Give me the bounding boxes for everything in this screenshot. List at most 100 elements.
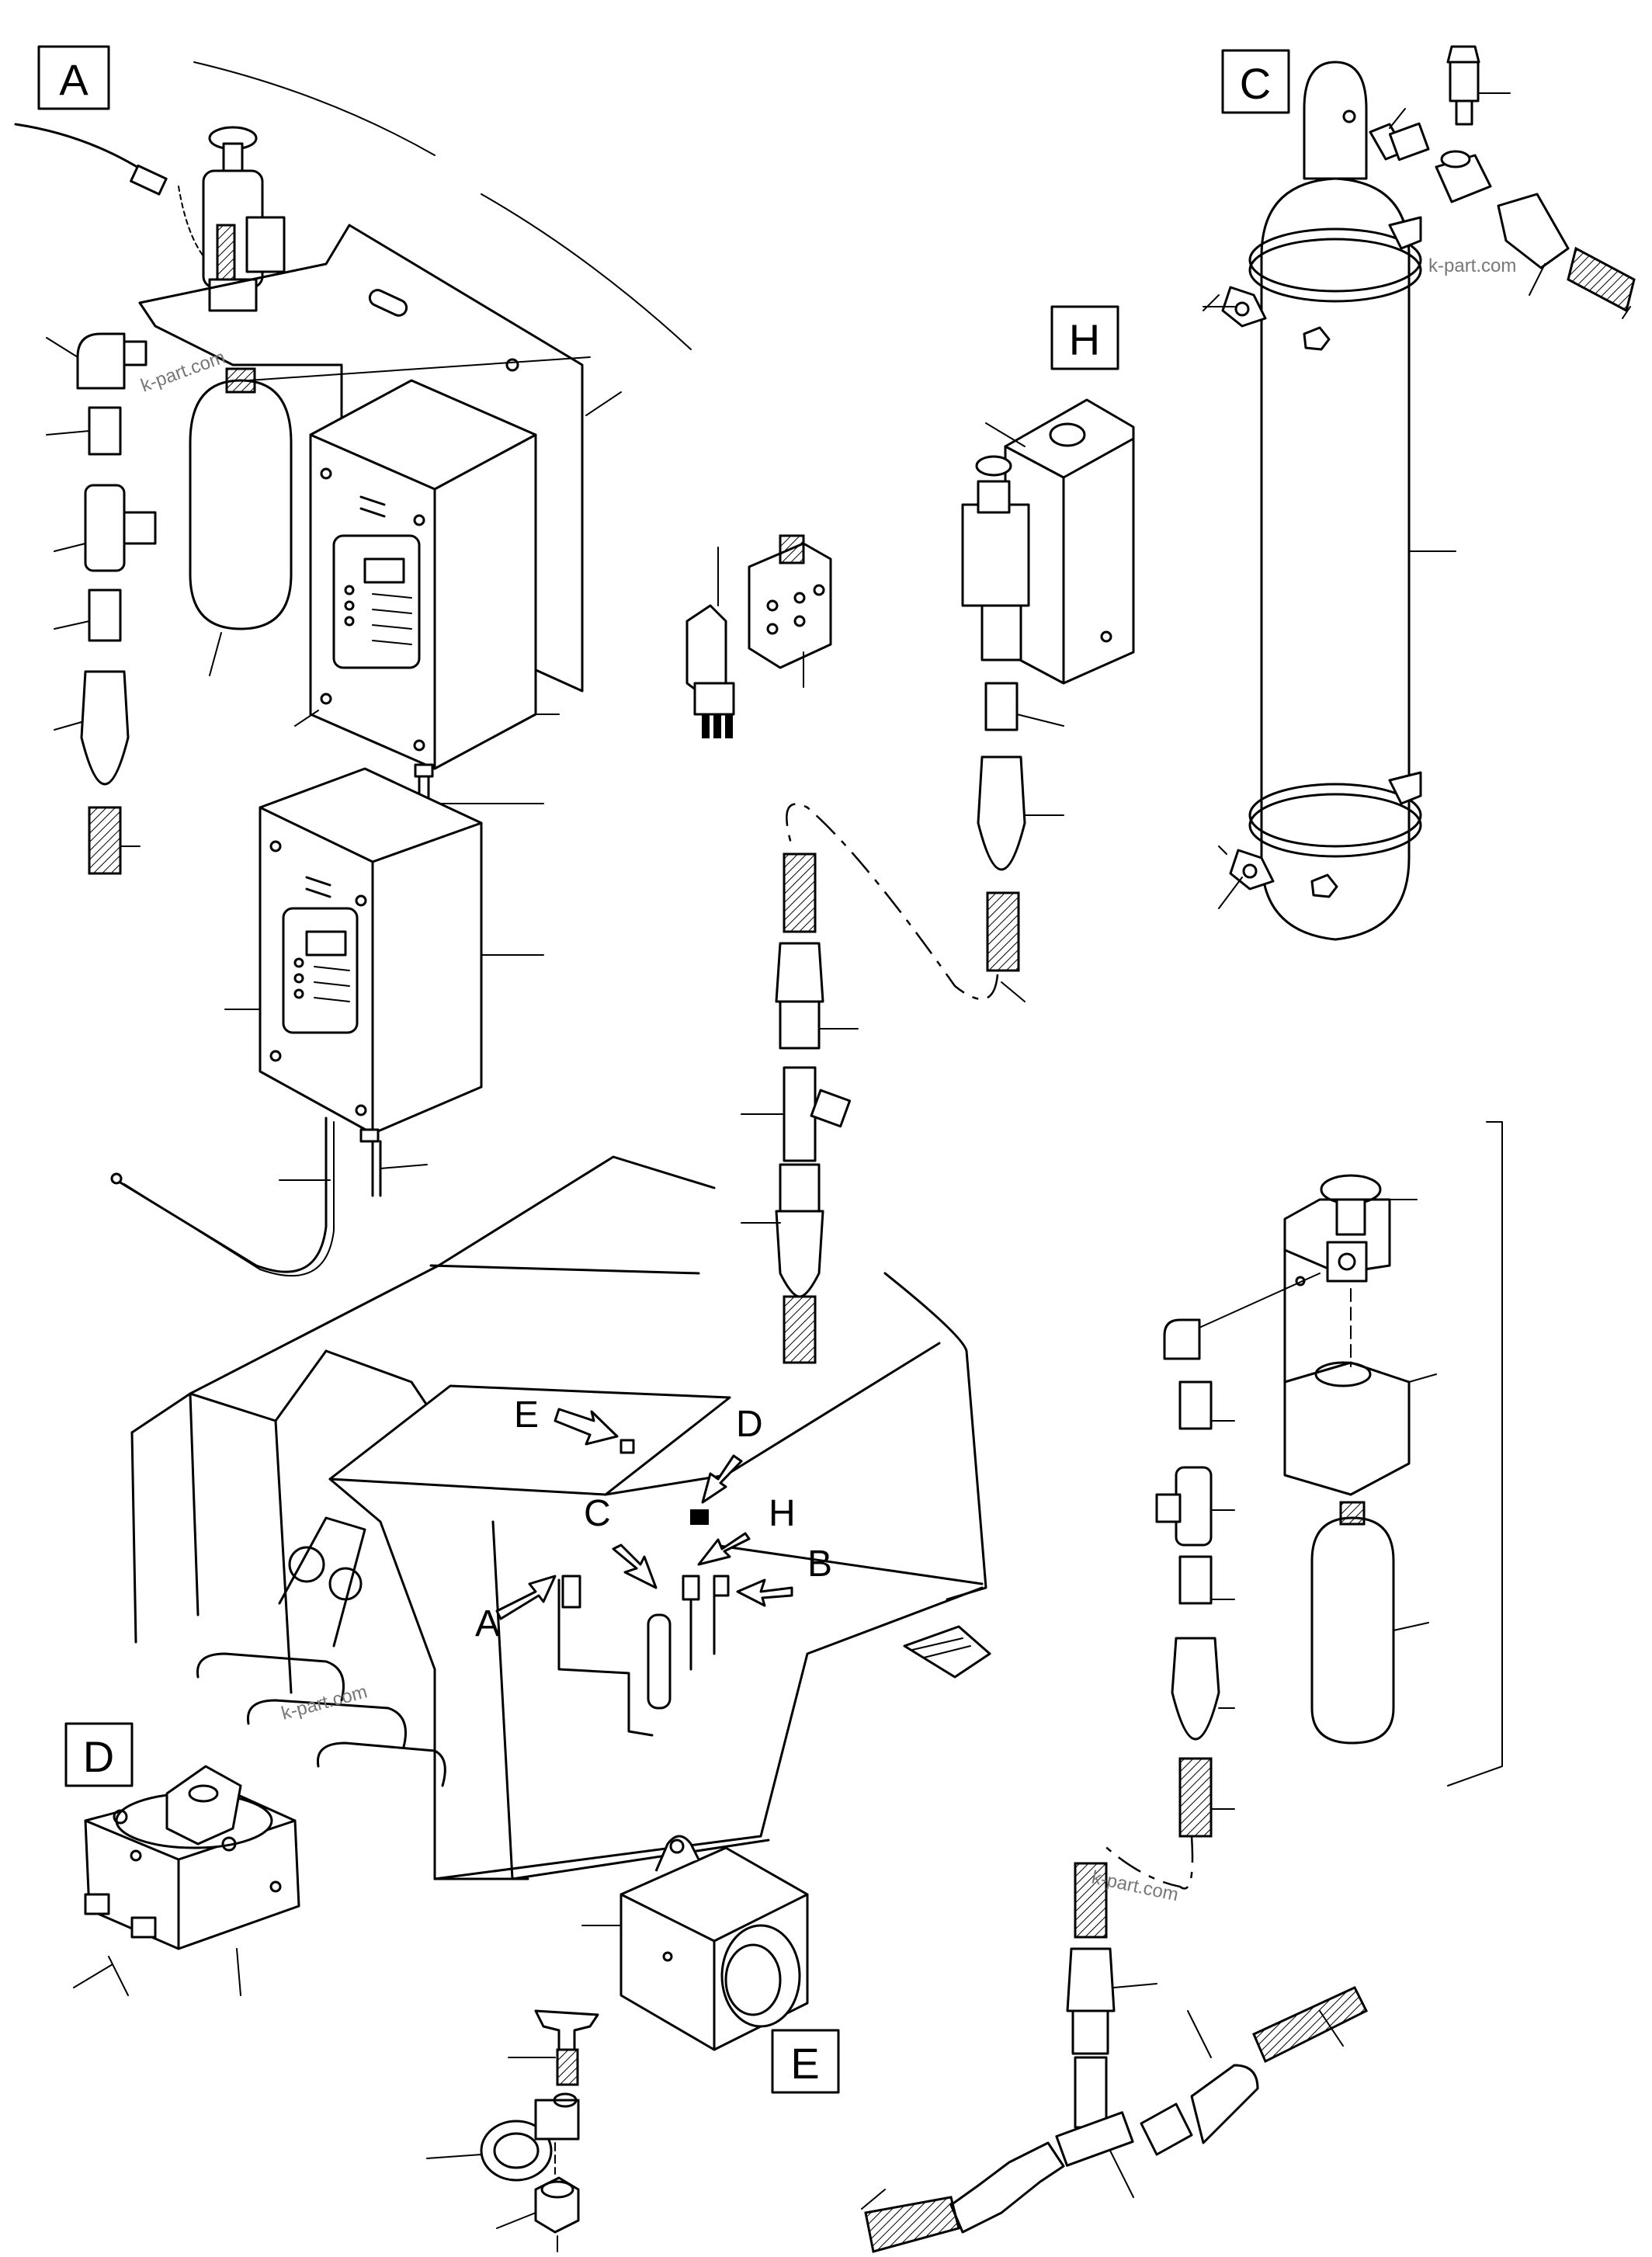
hose-route-dashed bbox=[786, 803, 999, 1001]
micro-switch bbox=[685, 604, 735, 738]
hose-coupling-c bbox=[1497, 193, 1570, 269]
solenoid-valve-h bbox=[961, 398, 1135, 685]
location-arrow-e-label: E bbox=[514, 1394, 539, 1436]
pressure-switch-c bbox=[1446, 45, 1480, 126]
detail-e-group: E bbox=[426, 1835, 840, 2252]
tee-fitting-c bbox=[1435, 150, 1492, 203]
detail-box-d bbox=[64, 1722, 134, 1787]
union-b1 bbox=[1071, 2009, 1109, 2055]
manual-release-valve bbox=[178, 126, 286, 312]
watermark-3: k-part.com bbox=[279, 1681, 370, 1724]
installed-solenoid bbox=[682, 1575, 700, 1601]
union-b2 bbox=[1140, 2102, 1193, 2156]
thumb-screw bbox=[534, 2009, 599, 2086]
sensor-lens bbox=[720, 1924, 801, 2028]
location-arrow-h-label: H bbox=[769, 1493, 796, 1534]
tee-fitting-bottom bbox=[1055, 2056, 1134, 2167]
agent-cylinder-c bbox=[1260, 61, 1411, 941]
exhaust-pipe-2 bbox=[246, 1699, 407, 1748]
hose-middle-top bbox=[783, 852, 817, 933]
pulley-right bbox=[328, 1567, 363, 1601]
location-arrow-b-label: B bbox=[807, 1543, 832, 1585]
elbow-fitting-right bbox=[1163, 1318, 1201, 1360]
hose-bottom-top bbox=[1074, 1862, 1108, 1939]
cable-gland-1 bbox=[84, 1893, 110, 1915]
hose-right bbox=[1178, 1757, 1213, 1838]
disconnect-switch-box bbox=[84, 1765, 300, 1950]
hose-h bbox=[986, 891, 1020, 972]
cable-gland-2 bbox=[130, 1916, 157, 1939]
hose-c bbox=[1567, 246, 1636, 313]
gas-cylinder-right bbox=[1310, 1516, 1395, 1745]
detail-c-group: C bbox=[1203, 45, 1636, 941]
installed-box-e bbox=[620, 1439, 635, 1454]
middle-fitting-chain bbox=[741, 803, 1026, 1364]
cylinder-valve-fitting bbox=[1369, 122, 1430, 161]
pulley-left bbox=[288, 1546, 325, 1583]
location-arrow-d-label: D bbox=[736, 1404, 763, 1445]
union-m1 bbox=[779, 1000, 821, 1050]
nipple-fitting-r2 bbox=[1178, 1555, 1213, 1605]
cable-connector bbox=[130, 164, 168, 196]
hose-coupling-b1 bbox=[1066, 1947, 1116, 2012]
union-m2 bbox=[779, 1163, 821, 1213]
machine-overview: A B C D E H k-part.com bbox=[130, 1155, 991, 1880]
control-unit-lower bbox=[259, 767, 483, 1143]
gas-cylinder-a bbox=[189, 379, 293, 630]
capillary-tube bbox=[115, 1116, 328, 1273]
pipe-clamp bbox=[480, 2092, 580, 2182]
engine-top bbox=[328, 1384, 731, 1496]
elbow-fitting bbox=[76, 332, 148, 390]
nipple-fitting-h bbox=[984, 682, 1019, 731]
hose-coupling-b2 bbox=[1190, 2064, 1259, 2144]
detail-box-e bbox=[771, 2029, 840, 2094]
hose-middle-bottom bbox=[783, 1295, 817, 1364]
location-arrow-e bbox=[554, 1408, 619, 1446]
assembly-brace bbox=[1447, 1121, 1503, 1787]
hose-coupling-right bbox=[1171, 1637, 1220, 1741]
hex-nut bbox=[534, 2176, 580, 2234]
bracket-assembly-right bbox=[1155, 1121, 1503, 1838]
location-arrow-a bbox=[495, 1575, 557, 1620]
control-unit-upper bbox=[309, 379, 537, 778]
detail-box-c bbox=[1221, 49, 1290, 114]
location-arrow-c-label: C bbox=[584, 1493, 611, 1534]
watermark-2: k-part.com bbox=[1428, 255, 1516, 276]
switch-handle bbox=[165, 1765, 242, 1846]
nipple-fitting-a2 bbox=[88, 589, 122, 642]
detail-box-a bbox=[37, 45, 110, 110]
detail-a-group: A bbox=[14, 45, 692, 1277]
terminal-block bbox=[748, 534, 832, 669]
hose-coupling-b3 bbox=[949, 2141, 1065, 2234]
hose-coupling-a bbox=[80, 670, 130, 786]
location-arrow-h bbox=[697, 1532, 751, 1566]
nipple-fitting-a1 bbox=[88, 406, 122, 456]
hose-coupling-h bbox=[977, 755, 1026, 871]
exhaust-pipe-3 bbox=[316, 1741, 446, 1787]
hose-coupling-m2 bbox=[775, 1210, 824, 1298]
detail-h-group: H bbox=[685, 305, 1135, 972]
nipple-fitting-r1 bbox=[1178, 1380, 1213, 1430]
tee-fitting-a bbox=[84, 484, 157, 572]
detail-box-c-label: C bbox=[1240, 59, 1271, 108]
hose-bottom-left bbox=[864, 2196, 960, 2253]
tee-fitting-right bbox=[1155, 1466, 1213, 1547]
location-arrow-c bbox=[612, 1543, 658, 1589]
detail-box-e-label: E bbox=[790, 2039, 819, 2088]
installed-switch-d bbox=[690, 1509, 709, 1525]
step-plate bbox=[903, 1625, 991, 1679]
exhaust-pipe-1 bbox=[196, 1652, 345, 1702]
detail-d-group: D bbox=[64, 1722, 300, 1996]
installed-release-valve bbox=[561, 1575, 581, 1609]
location-arrow-d bbox=[701, 1454, 743, 1504]
hose-bottom-right bbox=[1252, 1986, 1369, 2064]
hose-a bbox=[88, 806, 122, 875]
tee-fitting-m bbox=[783, 1066, 852, 1162]
detail-box-d-label: D bbox=[83, 1732, 114, 1781]
clamp-lower bbox=[1218, 771, 1422, 909]
installed-agent-cylinder bbox=[647, 1613, 672, 1710]
location-arrow-b bbox=[736, 1578, 793, 1607]
installed-fitting-b bbox=[713, 1575, 730, 1597]
bottom-tee-assembly: k-part.com bbox=[861, 1835, 1369, 2253]
